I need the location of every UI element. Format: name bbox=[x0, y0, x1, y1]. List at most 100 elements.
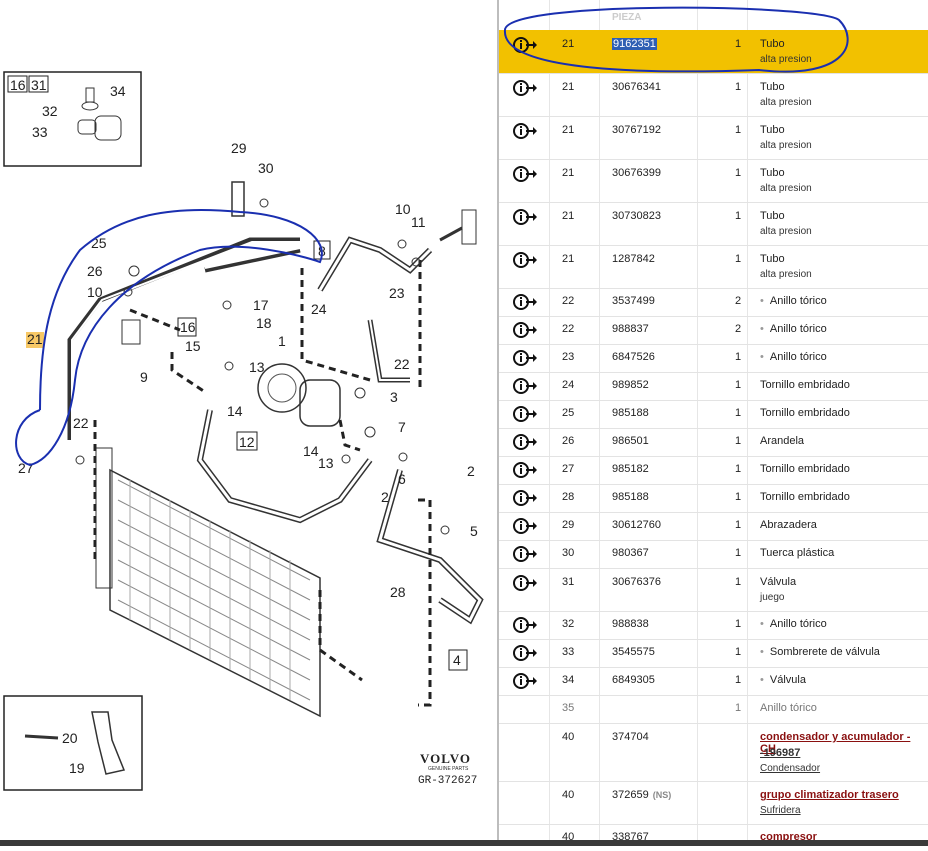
callout-2-right: 2 bbox=[467, 463, 475, 479]
qty-cell: 2 bbox=[735, 295, 742, 307]
info-link-icon[interactable] bbox=[513, 251, 537, 271]
ref-cell: 40 bbox=[562, 731, 575, 743]
sub-link[interactable]: Sufridera bbox=[760, 805, 801, 816]
ref-cell: 21 bbox=[562, 38, 575, 50]
info-link-icon[interactable] bbox=[513, 79, 537, 99]
info-link-icon[interactable] bbox=[513, 293, 537, 313]
callout-13-upper: 13 bbox=[249, 359, 265, 375]
callout-18: 18 bbox=[256, 315, 272, 331]
bullet-icon: • bbox=[760, 646, 764, 658]
info-link-icon[interactable] bbox=[513, 349, 537, 369]
callout-23: 23 bbox=[389, 285, 405, 301]
description-text: Tuerca plástica bbox=[760, 547, 835, 559]
qty-cell: 1 bbox=[735, 38, 742, 50]
callout-19: 19 bbox=[69, 760, 85, 776]
ref-cell: 25 bbox=[562, 407, 575, 419]
info-link-icon[interactable] bbox=[513, 574, 537, 594]
description-text: Tornillo embridado bbox=[760, 379, 850, 391]
ref-cell: 22 bbox=[562, 323, 575, 335]
description-text: Abrazadera bbox=[760, 519, 817, 531]
description-cell: Abrazadera bbox=[760, 519, 817, 531]
description-cell: Tubo bbox=[760, 124, 785, 136]
callout-33: 33 bbox=[32, 124, 48, 140]
info-link-icon[interactable] bbox=[513, 672, 537, 692]
callout-30: 30 bbox=[258, 160, 274, 176]
info-link-icon[interactable] bbox=[513, 122, 537, 142]
pane-divider[interactable] bbox=[497, 0, 499, 846]
ref-cell: 30 bbox=[562, 547, 575, 559]
description-text: Tubo bbox=[760, 210, 785, 222]
info-link-icon[interactable] bbox=[513, 517, 537, 537]
part-number-cell: 374704 bbox=[612, 731, 649, 743]
description-cell: Tornillo embridado bbox=[760, 379, 850, 391]
callout-2-lower: 2 bbox=[381, 489, 389, 505]
callout-24: 24 bbox=[311, 301, 327, 317]
qty-cell: 1 bbox=[735, 519, 742, 531]
info-link-icon[interactable] bbox=[513, 377, 537, 397]
description-cell: Tornillo embridado bbox=[760, 407, 850, 419]
info-link-icon[interactable] bbox=[513, 405, 537, 425]
info-link-icon[interactable] bbox=[513, 433, 537, 453]
info-link-icon[interactable] bbox=[513, 36, 537, 56]
description-text: Arandela bbox=[760, 435, 805, 447]
part-number: 30676341 bbox=[612, 81, 661, 93]
ref-cell: 21 bbox=[562, 253, 575, 265]
description-cell[interactable]: condensador y acumulador - CH bbox=[760, 731, 928, 755]
part-number-cell: 6847526 bbox=[612, 351, 655, 363]
sub-link[interactable]: Condensador bbox=[760, 763, 821, 774]
table-row[interactable]: 40 374704 condensador y acumulador - CH-19… bbox=[499, 723, 928, 782]
info-link-icon[interactable] bbox=[513, 461, 537, 481]
description-link-cont[interactable]: -196987 bbox=[760, 747, 801, 759]
info-link-icon[interactable] bbox=[513, 208, 537, 228]
part-number-cell: 988837 bbox=[612, 323, 649, 335]
diagram-ref: GR-372627 bbox=[418, 775, 477, 787]
bullet-icon: • bbox=[760, 674, 764, 686]
description-link[interactable]: condensador y acumulador - CH bbox=[760, 731, 911, 755]
callout-28: 28 bbox=[390, 584, 406, 600]
callout-25: 25 bbox=[91, 235, 107, 251]
callout-10-left: 10 bbox=[87, 284, 103, 300]
parts-diagram[interactable]: 16 31 34 32 33 20 19 bbox=[0, 0, 497, 846]
info-link-icon[interactable] bbox=[513, 644, 537, 664]
info-link-icon[interactable] bbox=[513, 165, 537, 185]
bullet-icon: • bbox=[760, 323, 764, 335]
description-text: Anillo tórico bbox=[769, 351, 827, 363]
part-number-cell: 30730823 bbox=[612, 210, 661, 222]
info-link-icon[interactable] bbox=[513, 489, 537, 509]
info-link-icon[interactable] bbox=[513, 321, 537, 341]
qty-cell: 1 bbox=[735, 463, 742, 475]
description-cell[interactable]: grupo climatizador trasero bbox=[760, 789, 899, 801]
description-text: Tubo bbox=[760, 124, 785, 136]
description-cell: Tuerca plástica bbox=[760, 547, 834, 559]
ref-cell: 27 bbox=[562, 463, 575, 475]
part-number: 989852 bbox=[612, 379, 649, 391]
description-link[interactable]: grupo climatizador trasero bbox=[760, 789, 899, 801]
ref-cell: 29 bbox=[562, 519, 575, 531]
info-link-icon[interactable] bbox=[513, 545, 537, 565]
description-sub: alta presion bbox=[760, 140, 812, 151]
ref-cell: 21 bbox=[562, 167, 575, 179]
info-link-icon[interactable] bbox=[513, 616, 537, 636]
